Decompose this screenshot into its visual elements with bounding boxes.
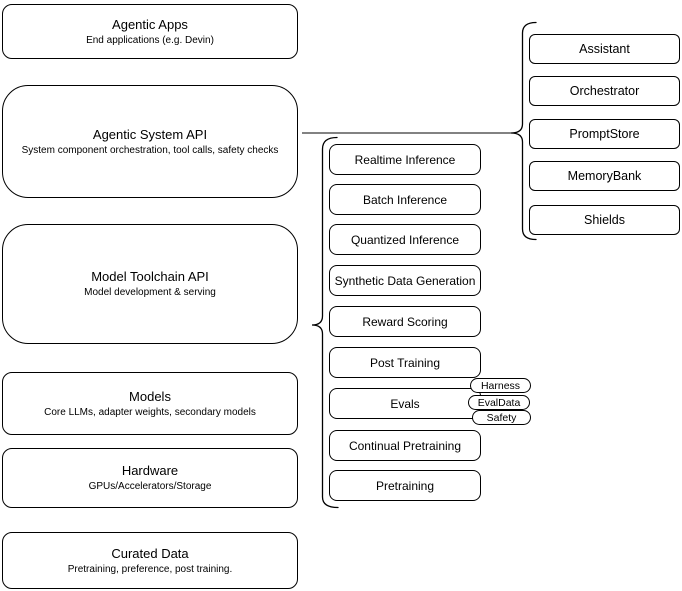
node-title: Curated Data [111,545,189,561]
eval-tag-harness: Harness [470,378,531,393]
stack-node-hardware: Hardware GPUs/Accelerators/Storage [2,448,298,508]
toolchain-node-pretraining: Pretraining [329,470,481,501]
stack-node-agentic-system-api: Agentic System API System component orch… [2,85,298,198]
node-subtitle: Core LLMs, adapter weights, secondary mo… [44,406,256,418]
node-label: MemoryBank [567,169,642,183]
stack-node-curated-data: Curated Data Pretraining, preference, po… [2,532,298,589]
toolchain-node-quantized-inference: Quantized Inference [329,224,481,255]
stack-node-models: Models Core LLMs, adapter weights, secon… [2,372,298,435]
system-node-orchestrator: Orchestrator [529,76,680,106]
node-subtitle: System component orchestration, tool cal… [21,144,279,156]
node-label: Evals [390,396,420,411]
node-subtitle: GPUs/Accelerators/Storage [88,481,212,492]
node-label: Realtime Inference [354,152,456,167]
node-label: Assistant [579,42,630,56]
system-node-shields: Shields [529,205,680,235]
node-label: Orchestrator [569,84,640,98]
toolchain-node-reward-scoring: Reward Scoring [329,306,481,337]
node-label: Reward Scoring [362,314,448,329]
stack-node-model-toolchain-api: Model Toolchain API Model development & … [2,224,298,344]
tag-label: Harness [480,379,521,392]
eval-tag-safety: Safety [472,410,531,425]
node-subtitle: End applications (e.g. Devin) [86,34,214,46]
node-label: PromptStore [569,127,640,141]
node-title: Agentic Apps [112,16,188,32]
eval-tag-evaldata: EvalData [468,395,530,410]
node-subtitle: Pretraining, preference, post training. [67,563,233,575]
system-node-memorybank: MemoryBank [529,161,680,191]
tag-label: EvalData [477,396,521,409]
node-label: Batch Inference [362,192,448,207]
node-title: Agentic System API [92,126,208,142]
system-node-assistant: Assistant [529,34,680,64]
node-subtitle: Model development & serving [84,287,216,298]
toolchain-node-batch-inference: Batch Inference [329,184,481,215]
tag-label: Safety [486,411,517,424]
node-title: Models [129,388,171,404]
node-label: Shields [584,213,625,227]
toolchain-node-synthetic-data-generation: Synthetic Data Generation [329,265,481,296]
toolchain-node-evals: Evals [329,388,481,419]
node-title: Hardware [121,463,179,478]
node-title: Model Toolchain API [91,269,209,284]
toolchain-node-post-training: Post Training [329,347,481,378]
toolchain-node-realtime-inference: Realtime Inference [329,144,481,175]
toolchain-node-continual-pretraining: Continual Pretraining [329,430,481,461]
node-label: Quantized Inference [350,232,460,247]
node-label: Pretraining [375,478,435,493]
stack-node-agentic-apps: Agentic Apps End applications (e.g. Devi… [2,4,298,59]
system-node-promptstore: PromptStore [529,119,680,149]
node-label: Synthetic Data Generation [334,273,476,288]
node-label: Post Training [369,355,441,370]
node-label: Continual Pretraining [348,438,462,453]
